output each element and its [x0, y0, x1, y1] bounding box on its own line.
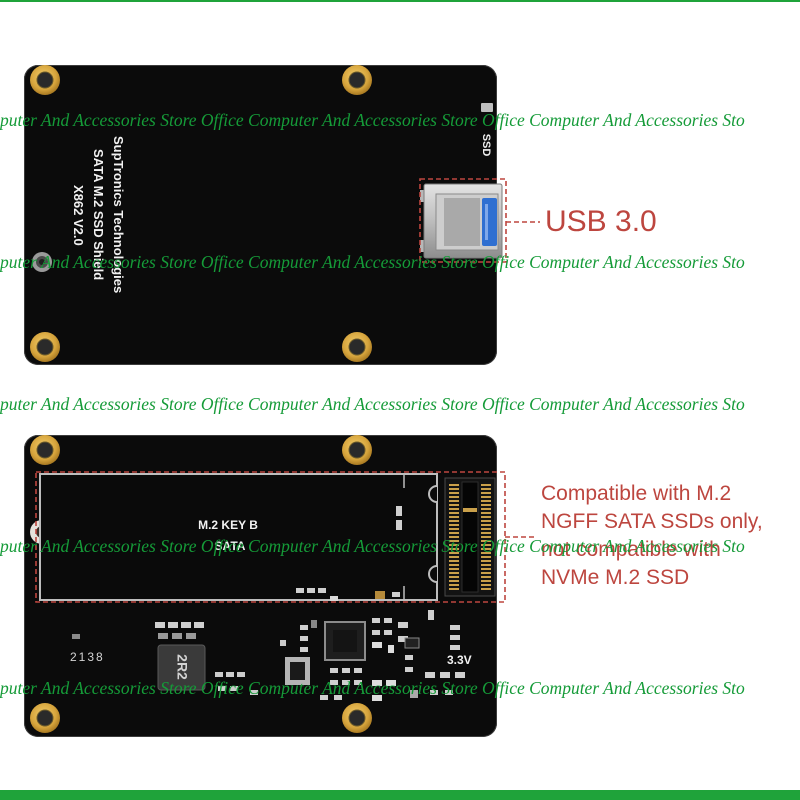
mounting-pad [30, 435, 60, 465]
mounting-pad [342, 703, 372, 733]
silkscreen-version: X862 V2.0 [71, 184, 86, 246]
store-watermark: puter And Accessories Store Office Compu… [0, 536, 745, 556]
mounting-pad [30, 332, 60, 362]
chip-die [333, 630, 357, 652]
shield-board-top-view [24, 65, 497, 365]
usb-tongue [482, 198, 497, 246]
smd-component-group [300, 618, 413, 701]
smd-component-group [296, 588, 434, 620]
m2-compatibility-note: Compatible with M.2 NGFF SATA SSDs only,… [541, 480, 791, 592]
tact-switch [285, 657, 310, 685]
m2-note-line: NGFF SATA SSDs only, [541, 510, 763, 533]
smd-component-group [215, 640, 286, 695]
usb-callout-box [419, 178, 507, 263]
small-ic [404, 637, 420, 649]
m2-note-line: NVMe M.2 SSD [541, 566, 690, 589]
mounting-pad [342, 435, 372, 465]
frame-bottom-bar [0, 790, 800, 800]
mounting-pad [30, 65, 60, 95]
ssd-label: SSD [480, 134, 492, 157]
store-watermark: puter And Accessories Store Office Compu… [0, 678, 745, 698]
mounting-pad [30, 703, 60, 733]
m2-ssd-footprint [39, 473, 438, 601]
store-watermark: puter And Accessories Store Office Compu… [0, 110, 745, 130]
m2-slot-sublabel: SATA [215, 539, 246, 553]
mounting-pad [342, 332, 372, 362]
status-led [481, 103, 493, 112]
m2-connector [444, 477, 496, 597]
board-silkscreen: SupTronics Technologies SATA M.2 SSD Shi… [68, 115, 128, 315]
frame-top-bar [0, 0, 800, 2]
m2-note-line: not compatible with [541, 538, 721, 561]
smd-component-group [72, 622, 204, 639]
inductor-marking: 2R2 [174, 654, 190, 680]
fiducial-hole [32, 252, 52, 272]
silkscreen-brand: SupTronics Technologies [111, 136, 126, 294]
mounting-pad [342, 65, 372, 95]
usb-callout-text: USB 3.0 [545, 205, 657, 238]
m2-note-line: Compatible with M.2 [541, 482, 732, 505]
m2-callout-box [35, 471, 506, 603]
board-date-code: 2138 [70, 650, 105, 664]
m2-slot-label: M.2 KEY B [198, 518, 258, 532]
smd-component-group [410, 625, 465, 698]
store-watermark: puter And Accessories Store Office Compu… [0, 394, 745, 414]
usb-3-connector [420, 183, 503, 259]
store-watermark: puter And Accessories Store Office Compu… [0, 252, 745, 272]
power-inductor [157, 644, 206, 691]
silkscreen-product: SATA M.2 SSD Shield [91, 149, 106, 281]
voltage-label: 3.3V [447, 653, 472, 667]
